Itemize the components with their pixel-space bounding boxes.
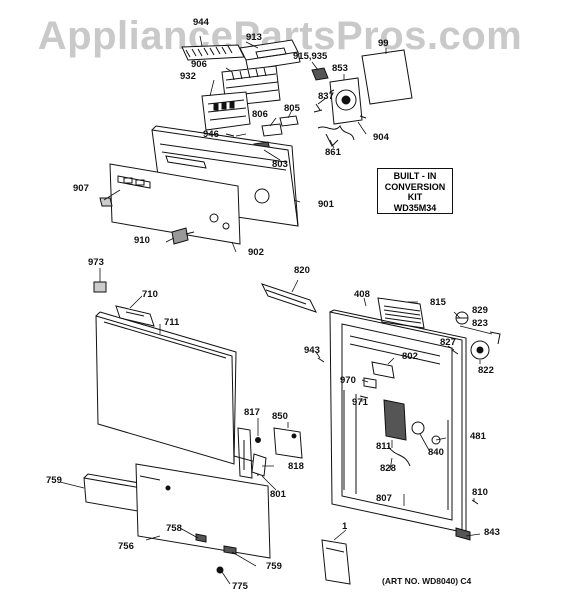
callout-481: 481	[470, 431, 486, 442]
callout-971: 971	[352, 397, 368, 408]
callout-913: 913	[246, 32, 262, 43]
part-913-bracket	[239, 39, 301, 71]
conversion-kit-box: BUILT - IN CONVERSION KIT WD35M34	[377, 168, 453, 214]
part-915-knob	[311, 67, 329, 81]
callout-970: 970	[340, 375, 356, 386]
callout-811: 811	[376, 441, 392, 452]
callout-806: 806	[252, 109, 268, 120]
callout-710: 710	[142, 289, 158, 300]
part-810-843-parts	[455, 499, 479, 541]
kit-line-2: CONVERSION	[384, 181, 446, 192]
callout-828: 828	[380, 463, 396, 474]
part-850-plate	[273, 427, 303, 459]
callout-829: 829	[472, 305, 488, 316]
callout-759-left: 759	[46, 475, 62, 486]
callout-820: 820	[294, 265, 310, 276]
callout-805: 805	[284, 103, 300, 114]
callout-843: 843	[484, 527, 500, 538]
callout-807: 807	[376, 493, 392, 504]
part-828-wire	[387, 445, 411, 467]
callout-944: 944	[193, 17, 209, 28]
art-number-note: (ART NO. WD8040) C4	[382, 576, 472, 586]
part-775-screw	[216, 566, 224, 574]
callout-901: 901	[318, 199, 334, 210]
part-973-block	[93, 281, 107, 293]
part-829-823-822-parts	[455, 311, 501, 360]
callout-815: 815	[430, 297, 446, 308]
callout-827: 827	[440, 337, 456, 348]
part-946-screw	[225, 133, 235, 137]
kit-line-1: BUILT - IN	[393, 171, 437, 181]
callout-973: 973	[88, 257, 104, 268]
part-802-latch	[371, 361, 395, 379]
callout-850: 850	[272, 411, 288, 422]
part-815-vent	[377, 297, 425, 329]
part-99-cover-plate	[361, 49, 413, 105]
callout-943: 943	[304, 345, 320, 356]
part-970-971-parts	[359, 377, 377, 399]
part-853-timer	[329, 77, 367, 125]
callout-906: 906	[191, 59, 207, 70]
kit-line-3: KIT	[407, 192, 423, 202]
leader-lines	[59, 35, 493, 585]
callout-902: 902	[248, 247, 264, 258]
callout-946: 946	[203, 129, 219, 140]
callout-711: 711	[164, 317, 180, 328]
callout-915-935: 915,935	[293, 51, 328, 62]
callout-1: 1	[342, 521, 348, 532]
callout-756: 756	[118, 541, 134, 552]
callout-904: 904	[373, 132, 389, 143]
callout-932: 932	[180, 71, 196, 82]
part-758-clip	[195, 533, 207, 543]
callout-840: 840	[428, 447, 444, 458]
callout-837: 837	[318, 91, 334, 102]
part-827-screw	[451, 349, 459, 355]
callout-99: 99	[378, 38, 389, 49]
part-932-switch-assembly	[201, 91, 251, 131]
callout-810: 810	[472, 487, 488, 498]
callout-910: 910	[134, 235, 150, 246]
callout-758: 758	[166, 523, 182, 534]
part-711-door-panel	[95, 311, 237, 465]
part-837-screw	[313, 103, 323, 113]
part-811-dispenser	[383, 399, 407, 441]
callout-408: 408	[354, 289, 370, 300]
callout-802: 802	[402, 351, 418, 362]
part-910-knob	[171, 227, 195, 245]
part-944-button-strip	[181, 44, 245, 61]
part-710-bracket	[115, 305, 155, 327]
callout-822: 822	[478, 365, 494, 376]
callout-803: 803	[272, 159, 288, 170]
part-817-818-hinge	[233, 427, 261, 479]
callout-907: 907	[73, 183, 89, 194]
callout-861: 861	[325, 147, 341, 158]
callout-775: 775	[232, 581, 248, 592]
part-943-screw	[317, 357, 325, 363]
part-1-manual	[321, 539, 351, 585]
callout-853: 853	[332, 63, 348, 74]
callout-801: 801	[270, 489, 286, 500]
part-801-bracket	[251, 453, 267, 477]
part-805-806-clips	[261, 115, 299, 137]
kit-line-4: WD35M34	[393, 202, 437, 213]
part-820-handle	[261, 283, 317, 313]
callout-759-right: 759	[266, 561, 282, 572]
part-840-rinse-cap	[411, 421, 441, 445]
part-759b-clip	[223, 545, 237, 555]
callout-817: 817	[244, 407, 260, 418]
callout-823: 823	[472, 318, 488, 329]
callout-818: 818	[288, 461, 304, 472]
part-756-kick-panel	[135, 463, 271, 559]
part-861-wire	[317, 124, 355, 147]
